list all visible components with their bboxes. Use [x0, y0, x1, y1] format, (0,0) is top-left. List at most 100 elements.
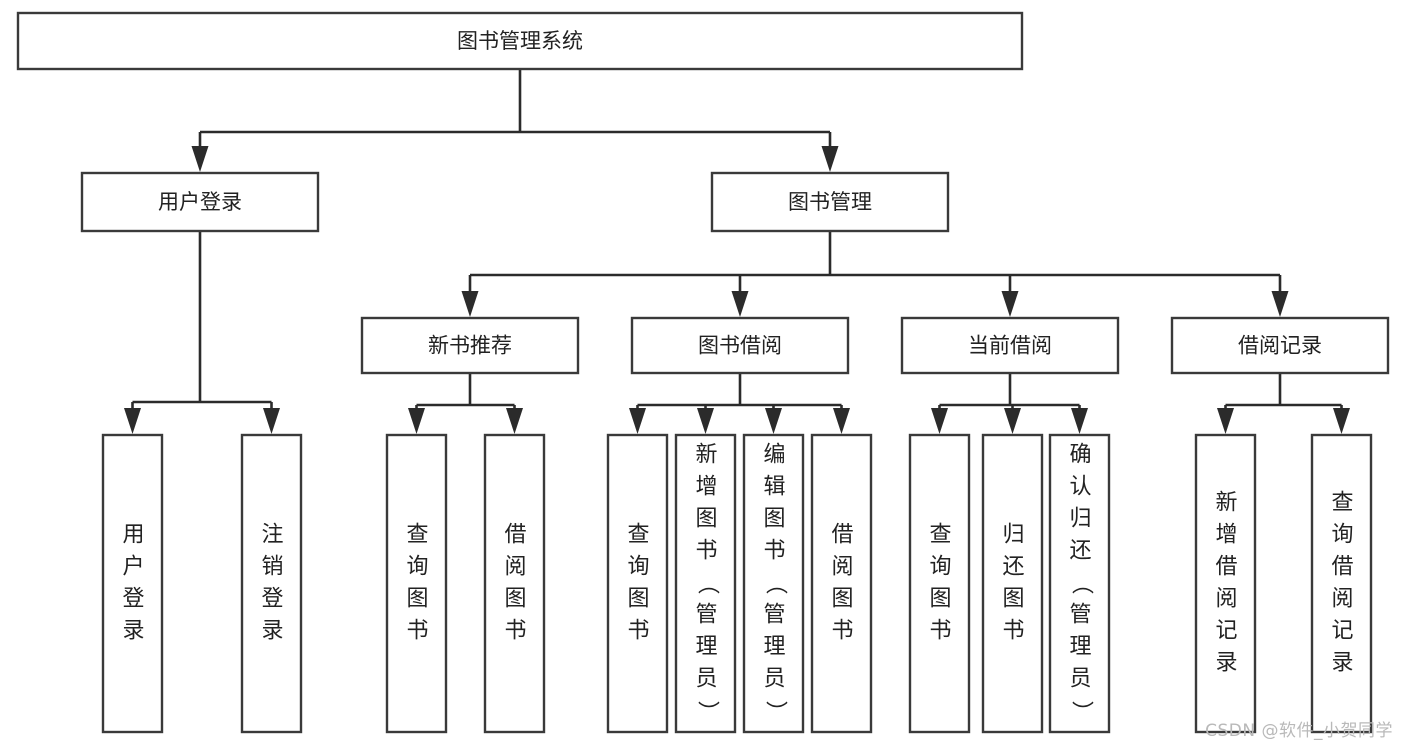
node-label-leaf_confirm_return-char-1: 认	[1069, 475, 1091, 500]
node-box-leaf_query_book_3[interactable]	[908, 433, 971, 734]
node-label-leaf_add_record-char-4: 记	[1215, 619, 1237, 644]
node-box-leaf_edit_book[interactable]	[742, 433, 805, 734]
node-user_login[interactable]: 用户登录	[80, 171, 320, 233]
arrow-head-icon	[629, 408, 646, 434]
node-box-book_borrow[interactable]	[630, 316, 850, 375]
node-label-leaf_edit_book-char-0: 编	[763, 443, 785, 468]
arrow-head-icon	[1217, 408, 1234, 434]
node-label-leaf_add_book-char-7: 员	[695, 667, 717, 692]
node-label-leaf_user_login-char-3: 录	[122, 619, 144, 644]
node-label-leaf_edit_book-char-2: 图	[763, 507, 785, 532]
node-label-user_login: 用户登录	[158, 190, 242, 214]
node-box-borrow_record[interactable]	[1170, 316, 1390, 375]
node-label-leaf_borrow_book_2-char-2: 图	[831, 587, 853, 612]
node-box-leaf_confirm_return[interactable]	[1048, 433, 1111, 734]
node-label-leaf_add_record-char-0: 新	[1215, 491, 1237, 516]
node-label-leaf_user_login-char-1: 户	[122, 555, 144, 580]
node-box-book_manage[interactable]	[710, 171, 950, 233]
node-label-leaf_query_book_3-char-1: 询	[929, 555, 951, 580]
node-box-leaf_add_book[interactable]	[674, 433, 737, 734]
node-borrow_record[interactable]: 借阅记录	[1170, 316, 1390, 375]
edge-group-root	[191, 69, 839, 172]
arrow-head-icon	[461, 291, 479, 317]
node-label-leaf_logout-char-1: 销	[261, 555, 283, 580]
node-box-leaf_logout[interactable]	[240, 433, 303, 734]
node-label-leaf_borrow_book_1-char-0: 借	[504, 523, 526, 548]
node-label-leaf_user_login-char-0: 用	[122, 523, 144, 548]
node-box-leaf_user_login[interactable]	[101, 433, 164, 734]
arrow-head-icon	[1333, 408, 1350, 434]
node-label-leaf_query_book_3-char-2: 图	[929, 587, 951, 612]
edge-group-current_borrow	[931, 373, 1088, 434]
node-label-leaf_user_login-char-2: 登	[122, 587, 144, 612]
node-label-new_book_rec: 新书推荐	[428, 334, 512, 358]
node-label-leaf_add_record-char-2: 借	[1215, 555, 1237, 580]
node-label-leaf_edit_book-char-3: 书	[763, 539, 785, 564]
arrow-head-icon	[191, 146, 209, 172]
node-label-book_borrow: 图书借阅	[698, 334, 782, 358]
node-label-leaf_add_book-char-3: 书	[695, 539, 717, 564]
arrow-head-icon	[731, 291, 749, 317]
arrow-head-icon	[124, 408, 141, 434]
node-box-leaf_query_record[interactable]	[1310, 433, 1373, 734]
node-label-leaf_add_book-char-1: 增	[695, 475, 717, 500]
node-label-leaf_logout-char-2: 登	[261, 587, 283, 612]
node-label-leaf_edit_book-char-7: 员	[763, 667, 785, 692]
node-label-leaf_add_record-char-1: 增	[1215, 523, 1237, 548]
node-label-leaf_query_book_2-char-3: 书	[627, 619, 649, 644]
node-new_book_rec[interactable]: 新书推荐	[360, 316, 580, 375]
node-label-leaf_borrow_book_2-char-0: 借	[831, 523, 853, 548]
node-box-leaf_borrow_book_1[interactable]	[483, 433, 546, 734]
node-box-leaf_borrow_book_2[interactable]	[810, 433, 873, 734]
node-label-leaf_edit_book-char-1: 辑	[763, 475, 785, 500]
connector-layer	[124, 69, 1350, 434]
node-label-leaf_borrow_book_1-char-2: 图	[504, 587, 526, 612]
node-root[interactable]: 图书管理系统	[16, 11, 1024, 71]
arrow-head-icon	[833, 408, 850, 434]
node-label-leaf_confirm_return-char-8: ）	[1069, 700, 1094, 722]
node-label-leaf_query_book_2-char-1: 询	[627, 555, 649, 580]
node-book_manage[interactable]: 图书管理	[710, 171, 950, 233]
node-label-current_borrow: 当前借阅	[968, 334, 1052, 358]
arrow-head-icon	[506, 408, 523, 434]
arrow-head-icon	[821, 146, 839, 172]
arrow-head-icon	[765, 408, 782, 434]
node-label-leaf_add_book-char-6: 理	[695, 635, 717, 660]
node-box-leaf_query_book_1[interactable]	[385, 433, 448, 734]
node-box-new_book_rec[interactable]	[360, 316, 580, 375]
node-label-leaf_edit_book-char-8: ）	[763, 700, 788, 722]
node-leaf_user_login[interactable]: 用户登录	[101, 433, 164, 734]
node-label-book_manage: 图书管理	[788, 190, 872, 214]
node-label-leaf_borrow_book_1-char-1: 阅	[504, 555, 526, 580]
node-current_borrow[interactable]: 当前借阅	[900, 316, 1120, 375]
node-label-leaf_query_record-char-4: 记	[1331, 619, 1353, 644]
node-label-leaf_query_record-char-1: 询	[1331, 523, 1353, 548]
node-label-leaf_query_record-char-0: 查	[1331, 491, 1353, 516]
node-label-leaf_query_record-char-2: 借	[1331, 555, 1353, 580]
node-book_borrow[interactable]: 图书借阅	[630, 316, 850, 375]
node-box-user_login[interactable]	[80, 171, 320, 233]
node-label-leaf_edit_book-char-4: （	[763, 572, 788, 594]
arrow-head-icon	[1271, 291, 1289, 317]
node-box-leaf_query_book_2[interactable]	[606, 433, 669, 734]
node-label-leaf_query_book_2-char-0: 查	[627, 523, 649, 548]
node-label-leaf_query_book_1-char-3: 书	[406, 619, 428, 644]
node-label-leaf_logout-char-3: 录	[261, 619, 283, 644]
node-box-leaf_return_book[interactable]	[981, 433, 1044, 734]
node-box-current_borrow[interactable]	[900, 316, 1120, 375]
node-box-leaf_add_record[interactable]	[1194, 433, 1257, 734]
node-box-root[interactable]	[16, 11, 1024, 71]
node-label-leaf_query_book_1-char-0: 查	[406, 523, 428, 548]
